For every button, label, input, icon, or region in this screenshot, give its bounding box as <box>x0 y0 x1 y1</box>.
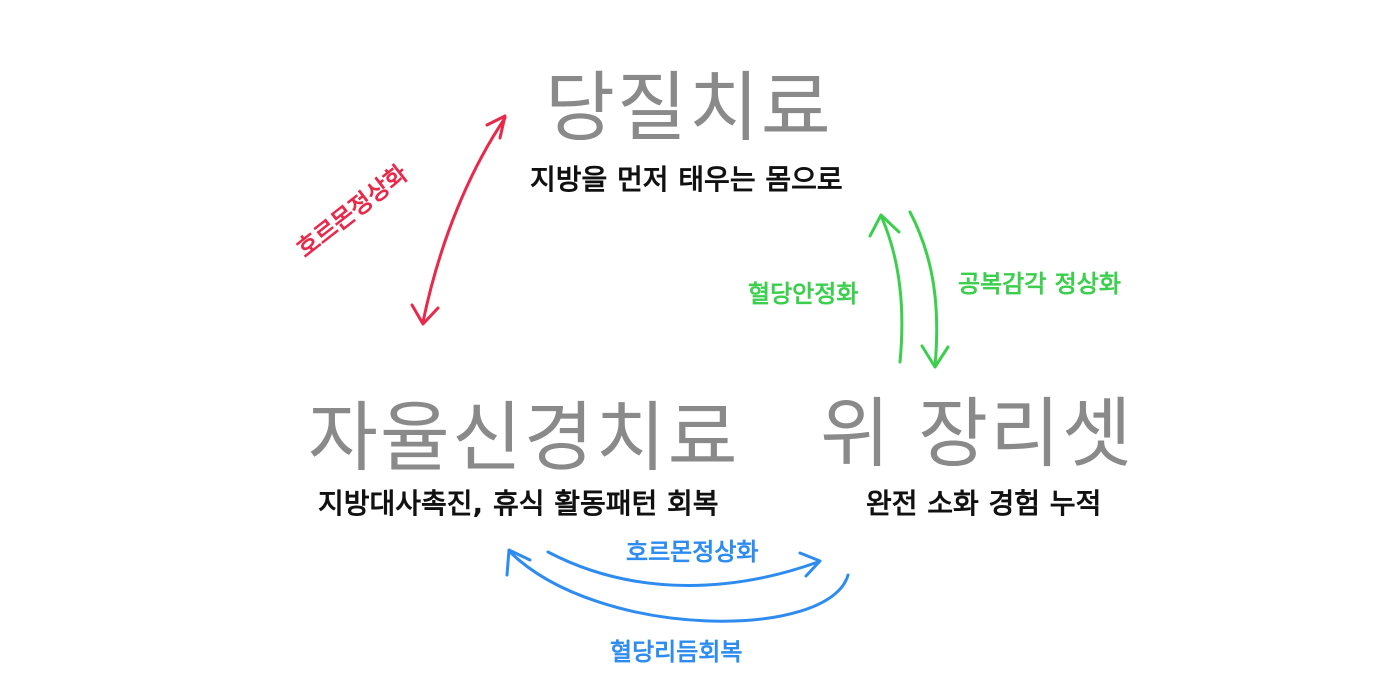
red-arrow-head-top <box>485 114 507 140</box>
blue-arrow-bottom-shaft <box>508 550 850 623</box>
green-arrow-up-shaft <box>880 216 904 364</box>
edge-label-blue-bottom: 혈당리듬회복 <box>610 638 743 666</box>
edge-label-green-left: 혈당안정화 <box>748 280 859 308</box>
blue-arrow-bottom-head <box>505 548 532 577</box>
green-arrow-down-shaft <box>908 210 939 368</box>
green-arrow-down-head <box>920 344 950 369</box>
red-arrow-head-bottom <box>410 303 440 326</box>
edge-label-green-right: 공복감각 정상화 <box>958 270 1121 298</box>
node-title-bottom-left: 자율신경치료 <box>308 393 740 482</box>
red-arrow-shaft <box>421 116 507 324</box>
node-title-top: 당질치료 <box>545 63 833 152</box>
edge-label-blue-top: 호르몬정상화 <box>626 538 759 566</box>
node-desc-bottom-right: 완전 소화 경험 누적 <box>866 487 1102 520</box>
node-title-bottom-right: 위 장리셋 <box>820 389 1134 478</box>
green-arrow-up-head <box>868 213 901 238</box>
node-desc-bottom-left: 지방대사촉진, 휴식 활동패턴 회복 <box>318 487 719 520</box>
blue-arrow-top-shaft <box>546 550 820 587</box>
node-desc-top: 지방을 먼저 태우는 몸으로 <box>530 163 843 196</box>
blue-arrow-top-head <box>798 551 822 578</box>
